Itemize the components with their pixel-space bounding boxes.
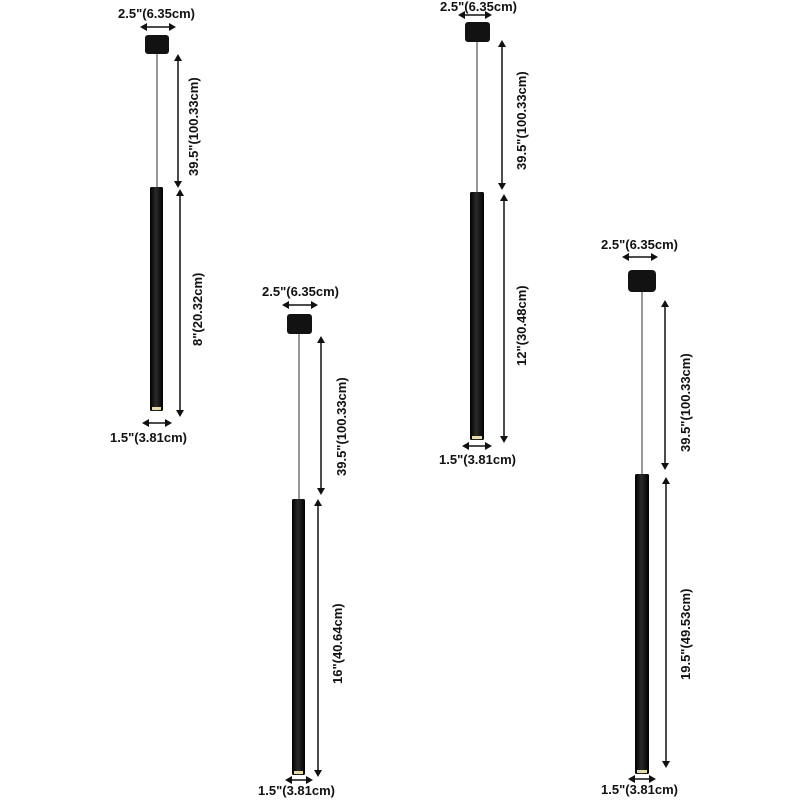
lamp-3: 2.5"(6.35cm) 39.5"(100.33cm) 12"(30.48cm… — [439, 0, 529, 467]
lamp-1-tube-diameter-label: 1.5"(3.81cm) — [110, 430, 187, 445]
lamp-2: 2.5"(6.35cm) 39.5"(100.33cm) 16"(40.64cm… — [258, 284, 349, 798]
lamp-4-cable-length-label: 39.5"(100.33cm) — [678, 353, 693, 452]
lamp-2-tube — [292, 499, 305, 775]
lamp-2-canopy-width-arrow — [282, 301, 318, 309]
lamp-2-canopy — [287, 314, 312, 334]
lamp-1: 2.5"(6.35cm) 39.5"(100.33cm) 8"(20.32cm)… — [110, 6, 205, 445]
lamp-2-cable-length-arrow — [317, 336, 325, 495]
lamp-3-tube-diameter-arrow — [462, 442, 492, 450]
lamp-3-tube-diameter-label: 1.5"(3.81cm) — [439, 452, 516, 467]
lamp-2-tube-length-arrow — [314, 499, 322, 777]
lamp-2-canopy-width-label: 2.5"(6.35cm) — [262, 284, 339, 299]
lamp-3-canopy — [465, 22, 490, 42]
lamp-1-cable-length-arrow — [174, 54, 182, 188]
lamp-4-tube-diameter-arrow — [628, 775, 656, 783]
lamp-1-canopy-width-arrow — [140, 23, 176, 31]
lamp-4-tube-diameter-label: 1.5"(3.81cm) — [601, 782, 678, 797]
lamp-4-canopy-width-arrow — [622, 253, 658, 261]
lamp-2-tube-length-label: 16"(40.64cm) — [330, 603, 345, 684]
lamp-4-canopy — [628, 270, 656, 292]
lamp-3-tube-length-label: 12"(30.48cm) — [514, 285, 529, 366]
lamp-1-tube-length-arrow — [176, 189, 184, 417]
lamp-4-tube — [635, 474, 649, 774]
lamp-1-tube-diameter-arrow — [142, 419, 172, 427]
lamp-2-light-aperture — [294, 771, 303, 774]
lamp-1-tube — [150, 187, 163, 411]
lamp-4: 2.5"(6.35cm) 39.5"(100.33cm) 19.5"(49.53… — [601, 237, 693, 797]
lamp-3-tube — [470, 192, 484, 440]
lamp-1-canopy — [145, 35, 169, 54]
lamp-3-cable-length-arrow — [498, 40, 506, 190]
lamp-3-cable-length-label: 39.5"(100.33cm) — [514, 71, 529, 170]
lamp-1-cable-length-label: 39.5"(100.33cm) — [186, 77, 201, 176]
lamp-3-canopy-width-arrow — [458, 11, 492, 19]
lamp-4-tube-length-label: 19.5"(49.53cm) — [678, 589, 693, 680]
lamp-4-canopy-width-label: 2.5"(6.35cm) — [601, 237, 678, 252]
lamp-1-light-aperture — [152, 407, 161, 410]
lamp-4-light-aperture — [637, 770, 647, 773]
lamp-2-tube-diameter-label: 1.5"(3.81cm) — [258, 783, 335, 798]
lamp-1-canopy-width-label: 2.5"(6.35cm) — [118, 6, 195, 21]
lamp-2-cable-length-label: 39.5"(100.33cm) — [334, 377, 349, 476]
lamp-3-canopy-width-label: 2.5"(6.35cm) — [440, 0, 517, 14]
lamp-3-light-aperture — [472, 436, 482, 439]
lamp-4-tube-length-arrow — [662, 477, 670, 768]
lamp-4-cable-length-arrow — [661, 300, 669, 470]
lamp-2-tube-diameter-arrow — [285, 776, 313, 784]
lamp-1-tube-length-label: 8"(20.32cm) — [190, 273, 205, 346]
lamp-3-tube-length-arrow — [500, 194, 508, 443]
